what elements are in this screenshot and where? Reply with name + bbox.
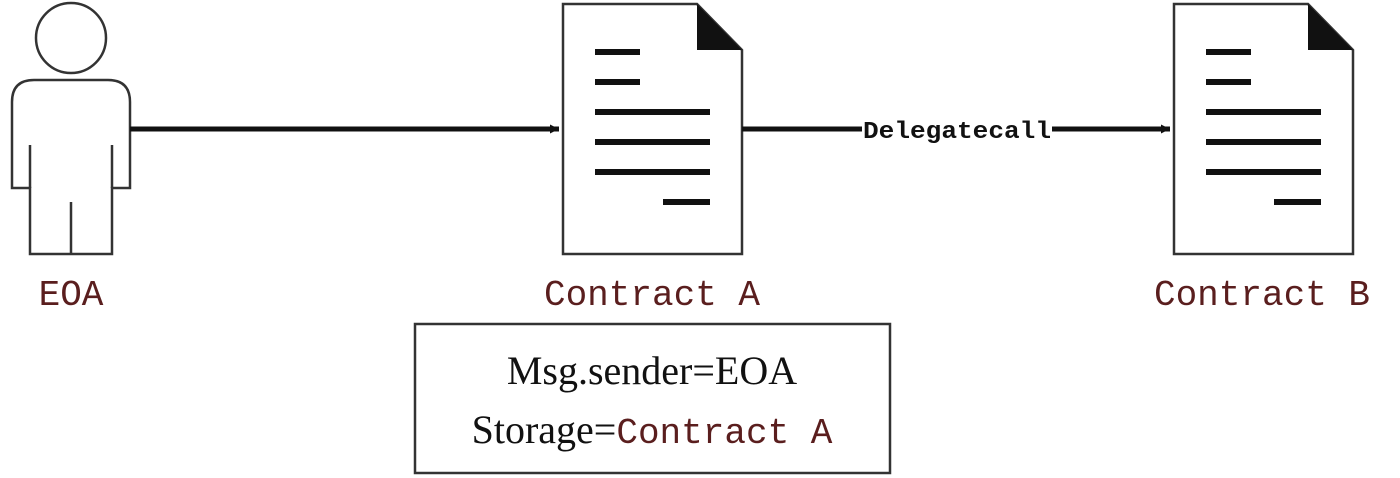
contract-a-document-icon [561, 2, 744, 256]
contract-b-document-icon [1172, 2, 1355, 256]
delegatecall-label: Delegatecall [863, 119, 1051, 146]
eoa-actor-icon [10, 1, 132, 256]
eoa-label: EOA [39, 275, 104, 316]
contract-a-label: Contract A [544, 275, 760, 316]
storage-key: Storage= [472, 407, 617, 452]
msg-sender-line: Msg.sender=EOA [507, 348, 797, 393]
contract-b-label: Contract B [1154, 275, 1370, 316]
context-note-box [413, 322, 892, 475]
storage-value: Contract A [616, 413, 832, 454]
storage-line: Storage=Contract A [472, 407, 833, 454]
